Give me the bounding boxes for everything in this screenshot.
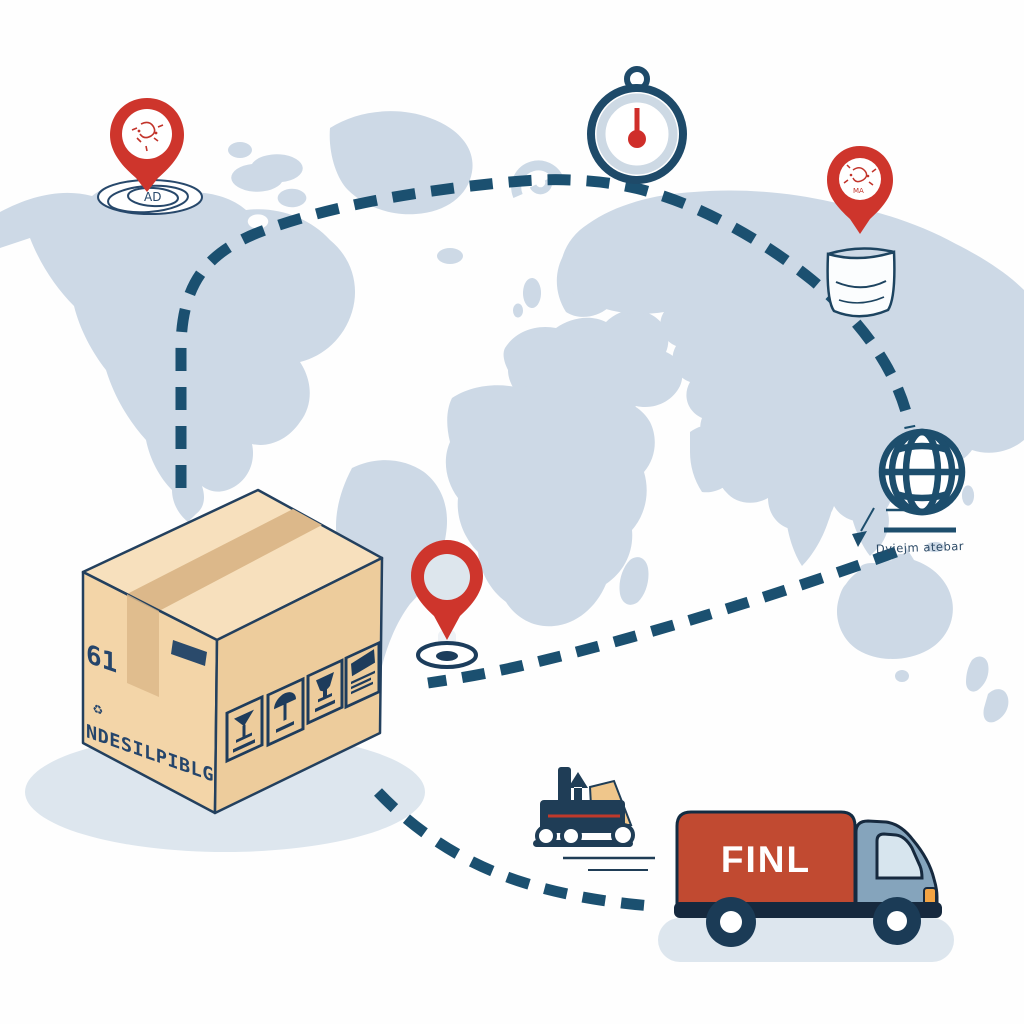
scribble-path <box>131 121 164 152</box>
symbol-underline <box>276 721 294 733</box>
truck-cargo-box <box>675 810 857 909</box>
map-australia <box>836 544 1009 723</box>
symbol-frame <box>266 676 305 748</box>
box-label-sticker <box>171 640 207 666</box>
goblet-glyph <box>316 672 334 703</box>
box-right-face <box>213 556 384 815</box>
destination-pin-scribble <box>843 164 877 186</box>
forklift-wheel-3 <box>611 823 635 847</box>
globe-icon <box>878 428 966 516</box>
sketch-arrow-head <box>852 531 867 547</box>
stopwatch-center-dot <box>628 130 646 148</box>
scribble-dot-2 <box>154 131 158 135</box>
destination-pin-icon: MA <box>826 146 896 318</box>
crate-lip <box>827 247 895 256</box>
route-segment-globe-to-waypoint <box>427 546 898 689</box>
umbrella-symbol <box>266 676 305 748</box>
goblet-symbol <box>306 658 344 726</box>
umbrella-glyph <box>274 692 296 721</box>
truck-brand-label: FINL <box>721 839 811 880</box>
waypoint-pin-face <box>424 554 470 600</box>
origin-pin-icon: AD <box>97 98 203 215</box>
route-segment-box-to-truck <box>374 788 653 912</box>
waypoint-base-dot <box>436 651 458 661</box>
crate-line-2 <box>838 296 885 304</box>
truck-window <box>875 832 924 880</box>
truck-wheel-front-hub <box>720 911 742 933</box>
fragile-glass-symbol <box>225 694 264 764</box>
forklift-track <box>533 840 633 847</box>
document-symbol <box>344 640 381 710</box>
symbol-frame <box>225 694 264 764</box>
origin-base-label: AD <box>144 190 161 204</box>
box-recycle-glyph: ♻ <box>93 697 103 719</box>
destination-pin-label: MA <box>853 187 864 195</box>
origin-pin-scribble <box>131 121 164 152</box>
globe-parallel-top <box>895 442 949 454</box>
map-north-america <box>0 142 356 602</box>
truck-wheel-rear-hub <box>887 911 907 931</box>
map-greenland <box>329 111 473 264</box>
scribble-dot-1 <box>137 129 141 133</box>
base-ellipse-inner <box>127 186 179 208</box>
symbol-underline <box>233 739 255 753</box>
globe-annotation: Dviejm atebar <box>852 507 965 556</box>
forklift-mast <box>558 767 571 809</box>
forklift-wheel-1 <box>535 825 557 847</box>
route-segment-origin-to-globe <box>175 174 916 488</box>
origin-pin-face <box>122 109 172 159</box>
stopwatch-icon <box>587 66 687 184</box>
sketch-arrow-line <box>860 507 875 532</box>
destination-crate-sketch <box>826 247 896 318</box>
crate-line-1 <box>835 280 887 289</box>
delivery-truck-icon: FINL <box>658 810 954 962</box>
waypoint-pin-icon <box>411 540 483 669</box>
box-tape-side <box>127 594 159 697</box>
globe-caption: Dviejm atebar <box>876 539 965 556</box>
map-africa <box>445 385 655 627</box>
forklift-icon <box>533 767 655 871</box>
envelope-glyph <box>351 649 375 677</box>
scribble-dot-1 <box>849 173 853 177</box>
symbol-frame <box>344 640 381 710</box>
swirl-inner-arc <box>529 177 553 195</box>
doc-line-3 <box>351 681 373 695</box>
symbol-underline <box>315 699 335 713</box>
symbol-frame <box>306 658 344 726</box>
package-box: 61 ♻ NDESILPIBLG <box>25 488 425 852</box>
crate-outline <box>826 250 896 318</box>
box-tape-top <box>127 509 322 611</box>
doc-line-2 <box>351 677 371 690</box>
forklift-wheel-2 <box>560 825 582 847</box>
globe-parallel-bottom <box>895 490 949 502</box>
shipping-symbols <box>225 640 381 764</box>
scribble-path <box>843 164 877 186</box>
forklift-arrow <box>568 772 588 804</box>
shipping-route <box>175 174 916 689</box>
doc-line-1 <box>351 670 375 685</box>
martini-glyph <box>234 709 254 743</box>
scribble-dot-2 <box>866 174 870 178</box>
